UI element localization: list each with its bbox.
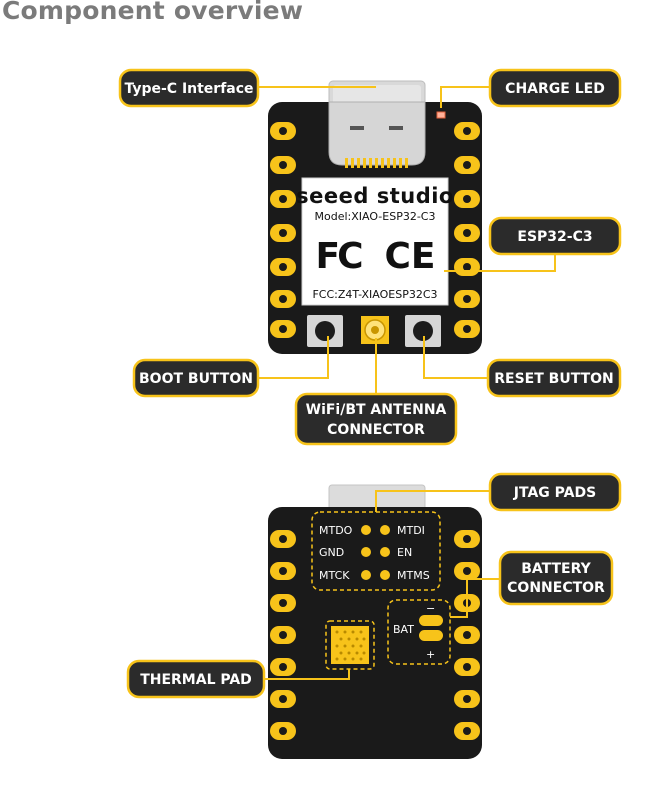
svg-text:Type-C Interface: Type-C Interface xyxy=(124,81,253,97)
svg-text:MTCK: MTCK xyxy=(319,569,350,582)
svg-text:MTDO: MTDO xyxy=(319,524,353,537)
back-left-pins xyxy=(270,530,296,740)
rf-shield-label xyxy=(301,177,449,306)
back-pcb xyxy=(268,507,482,759)
svg-text:BATTERY: BATTERY xyxy=(521,561,591,577)
callout-type-c: Type-C Interface xyxy=(118,68,260,108)
svg-text:GND: GND xyxy=(319,546,344,559)
svg-text:BAT: BAT xyxy=(393,623,414,636)
svg-text:CONNECTOR: CONNECTOR xyxy=(327,422,425,438)
fcc-id-text: FCC:Z4T-XIAOESP32C3 xyxy=(312,288,437,301)
svg-text:WiFi/BT ANTENNA: WiFi/BT ANTENNA xyxy=(306,402,447,418)
svg-text:CONNECTOR: CONNECTOR xyxy=(507,580,605,596)
usb-contacts xyxy=(345,158,408,168)
callout-esp32: ESP32-C3 xyxy=(488,216,622,256)
callout-charge-led: CHARGE LED xyxy=(488,68,622,108)
svg-text:MTDI: MTDI xyxy=(397,524,425,537)
back-board: MTDO MTDI GND EN MTCK MTMS BAT − + xyxy=(268,484,482,759)
page-title: Component overview xyxy=(2,0,304,25)
svg-text:MTMS: MTMS xyxy=(397,569,430,582)
ce-logo: CE xyxy=(384,236,435,277)
svg-text:EN: EN xyxy=(397,546,412,559)
jtag-pads: MTDO MTDI GND EN MTCK MTMS xyxy=(319,524,430,582)
model-text: Model:XIAO-ESP32-C3 xyxy=(315,210,436,223)
brand-name: seeed studio xyxy=(296,184,454,208)
svg-text:CHARGE LED: CHARGE LED xyxy=(505,81,605,97)
front-left-pins xyxy=(270,122,296,338)
svg-text:ESP32-C3: ESP32-C3 xyxy=(517,229,592,245)
callout-boot-button: BOOT BUTTON xyxy=(132,358,260,398)
battery-pads: BAT − + xyxy=(393,602,443,661)
svg-text:+: + xyxy=(426,648,435,661)
svg-text:BOOT BUTTON: BOOT BUTTON xyxy=(139,371,253,387)
back-right-pins xyxy=(454,530,480,740)
callout-thermal-pad: THERMAL PAD xyxy=(126,659,266,699)
battery-area-outline xyxy=(387,599,451,665)
boot-button xyxy=(307,315,343,347)
callout-antenna: WiFi/BT ANTENNA CONNECTOR xyxy=(294,392,458,446)
thermal-pad xyxy=(331,626,369,664)
callout-jtag-pads: JTAG PADS xyxy=(488,472,622,512)
front-right-pins xyxy=(454,122,480,338)
antenna-connector xyxy=(361,316,389,344)
charge-led xyxy=(436,111,446,119)
reset-button xyxy=(405,315,441,347)
svg-text:−: − xyxy=(426,602,435,615)
callout-battery-connector: BATTERY CONNECTOR xyxy=(498,550,614,606)
svg-text:RESET BUTTON: RESET BUTTON xyxy=(494,371,614,387)
fcc-logo: FC xyxy=(315,236,362,277)
front-board: seeed studio Model:XIAO-ESP32-C3 FC CE F… xyxy=(268,80,482,354)
callout-reset-button: RESET BUTTON xyxy=(486,358,622,398)
svg-text:JTAG PADS: JTAG PADS xyxy=(513,485,596,501)
svg-text:THERMAL PAD: THERMAL PAD xyxy=(140,672,252,688)
